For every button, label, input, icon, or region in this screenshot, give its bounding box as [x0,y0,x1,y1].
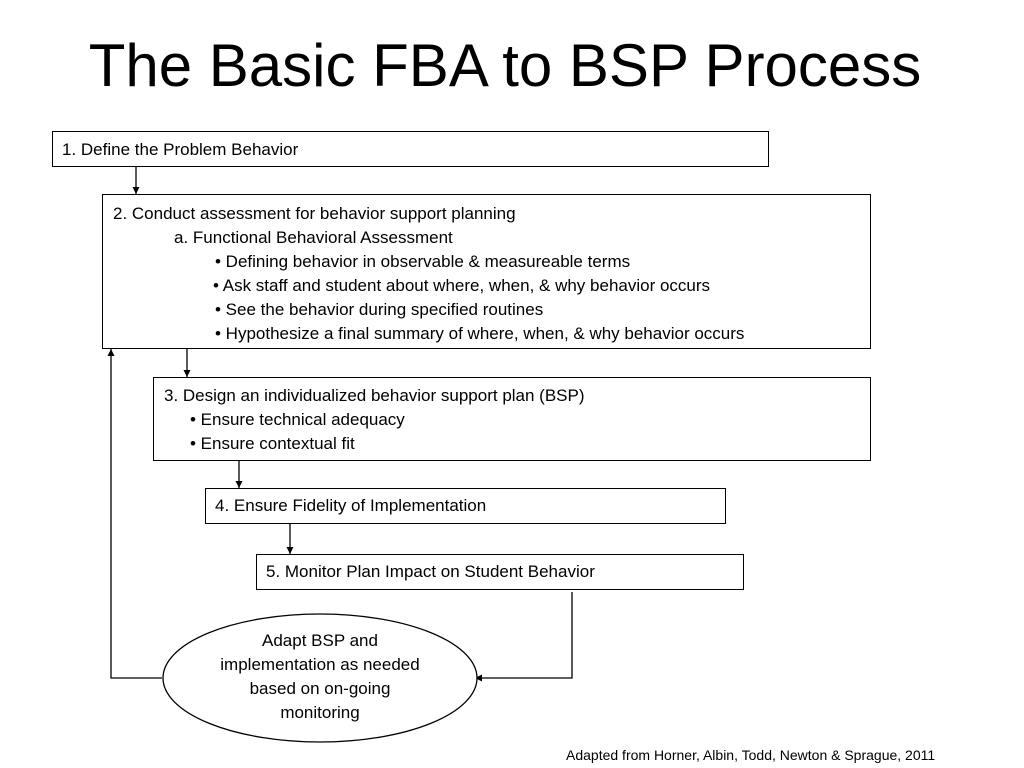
adapt-line: monitoring [280,703,360,722]
step-4-box: 4. Ensure Fidelity of Implementation [205,488,726,524]
adapt-line: Adapt BSP and [262,631,378,650]
step-3-bullet: • Ensure technical adequacy [190,410,405,429]
step-3-bullet: • Ensure contextual fit [190,434,355,453]
step-5-box: 5. Monitor Plan Impact on Student Behavi… [256,554,744,590]
adapt-text: Adapt BSP and implementation as needed b… [190,629,450,725]
step-2-bullet: • Ask staff and student about where, whe… [213,276,711,295]
step-4-text: 4. Ensure Fidelity of Implementation [215,496,487,515]
step-5-text: 5. Monitor Plan Impact on Student Behavi… [266,562,595,581]
step-1-box: 1. Define the Problem Behavior [52,131,769,167]
adapt-line: based on on-going [249,679,391,698]
adapt-line: implementation as needed [220,655,420,674]
citation: Adapted from Horner, Albin, Todd, Newton… [566,747,936,763]
arrow-step5-to-adapt [475,592,573,682]
step-3-heading: 3. Design an individualized behavior sup… [164,386,585,405]
step-1-text: 1. Define the Problem Behavior [62,140,299,159]
step-2-bullet: • Defining behavior in observable & meas… [215,252,631,271]
step-3-box: 3. Design an individualized behavior sup… [153,377,871,461]
step-2-bullet: • See the behavior during specified rout… [215,300,544,319]
step-2-subheading: a. Functional Behavioral Assessment [174,228,453,247]
step-2-box: 2. Conduct assessment for behavior suppo… [102,194,871,349]
arrow-adapt-to-step2 [107,349,162,679]
step-2-bullet: • Hypothesize a final summary of where, … [215,324,745,343]
page-title: The Basic FBA to BSP Process [88,32,922,99]
adapt-ellipse [162,613,478,743]
step-2-heading: 2. Conduct assessment for behavior suppo… [113,204,516,223]
